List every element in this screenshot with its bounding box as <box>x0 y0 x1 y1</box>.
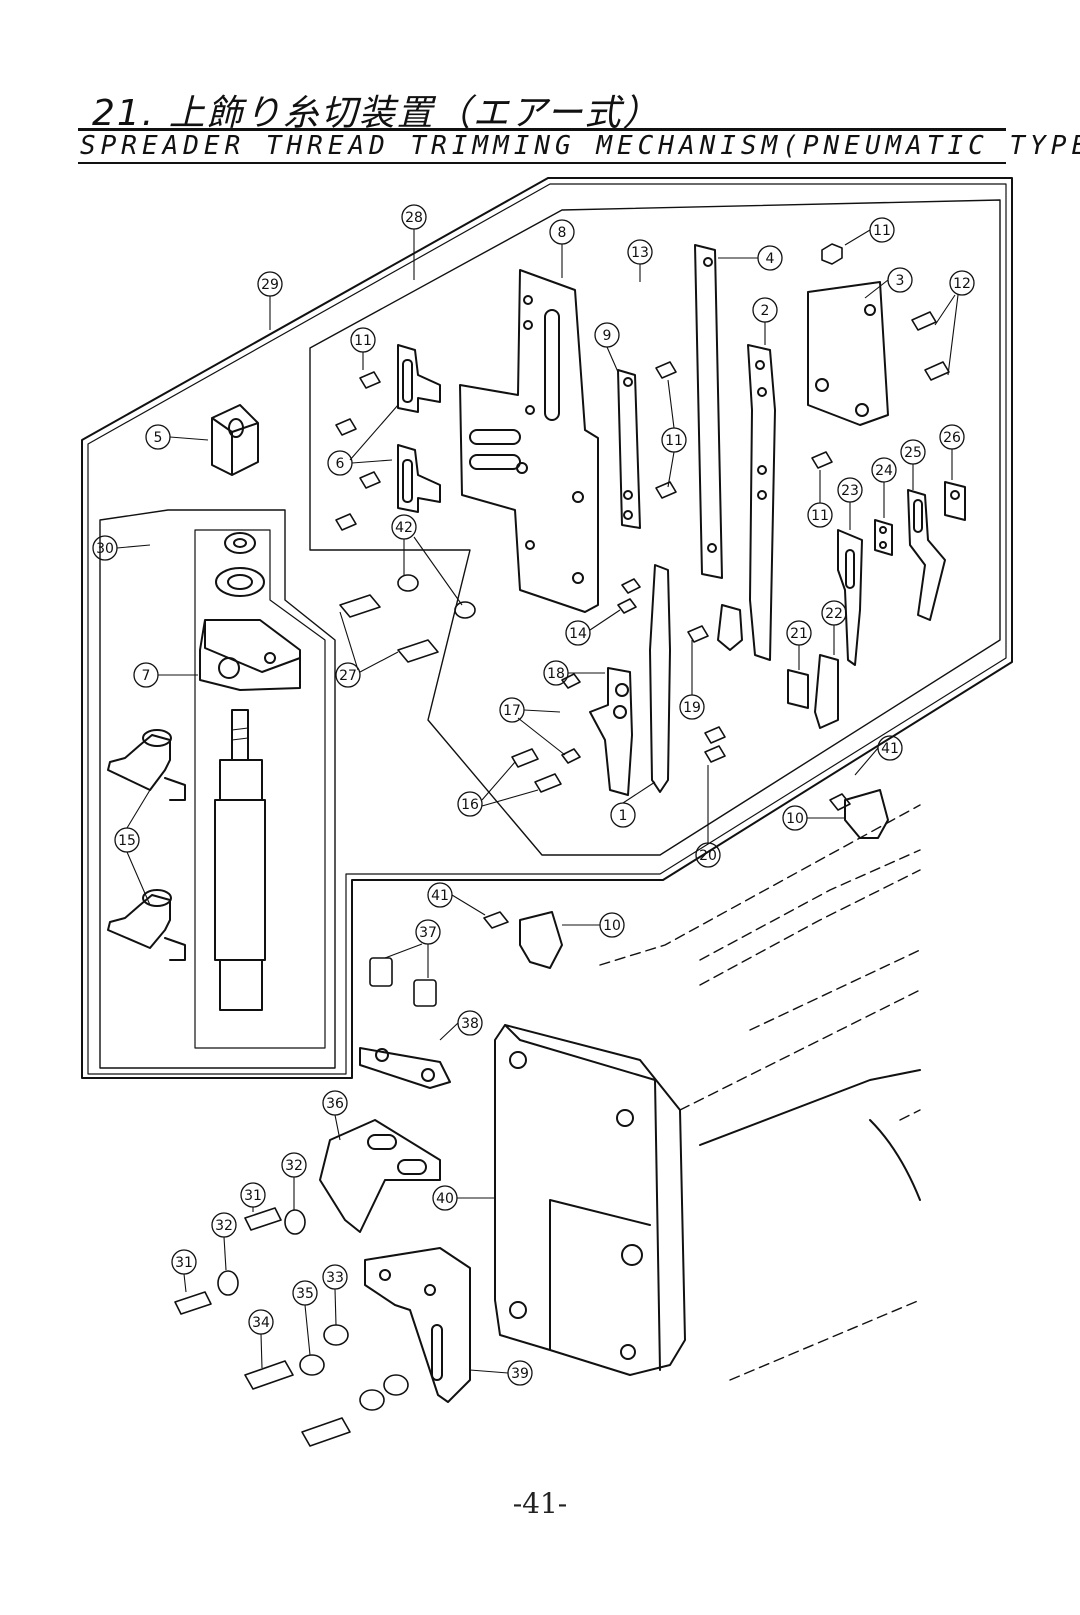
callout-15-label: 15 <box>118 833 136 849</box>
callout-10a-label: 10 <box>786 811 804 827</box>
air-cylinder <box>214 709 266 1011</box>
nut-small <box>224 532 256 554</box>
part-5-block <box>211 404 259 476</box>
callout-23-label: 23 <box>841 483 859 499</box>
callout-11d-label: 11 <box>811 508 829 524</box>
part-25 <box>907 489 946 621</box>
callout-37-label: 37 <box>419 925 437 941</box>
part-10-lower <box>519 911 563 969</box>
callout-14 <box>565 620 591 646</box>
callout-33-label: 33 <box>326 1270 344 1286</box>
callout-31b-label: 31 <box>175 1255 193 1271</box>
callout-11a-label: 11 <box>873 223 891 239</box>
callout-30-label: 30 <box>96 541 114 557</box>
group-outline-28 <box>309 199 1001 856</box>
part-2-bar <box>747 344 776 661</box>
callout-26-label: 26 <box>943 430 961 446</box>
callout-4-label: 4 <box>766 251 775 267</box>
part-36-bracket <box>319 1119 441 1233</box>
fitting-15-top <box>107 734 186 801</box>
callout-17-label: 17 <box>503 703 521 719</box>
part-6-upper <box>397 344 441 413</box>
part-21 <box>787 669 809 709</box>
part-19-bracket <box>717 604 743 651</box>
callout-21-label: 21 <box>790 626 808 642</box>
callout-41a-label: 41 <box>881 741 899 757</box>
callout-35-label: 35 <box>296 1286 314 1302</box>
title-rule-top <box>78 128 1006 131</box>
callout-5-label: 5 <box>154 430 163 446</box>
part-6-lower <box>397 444 441 513</box>
callout-11b-label: 11 <box>354 333 372 349</box>
part-8-plate <box>459 269 599 613</box>
callout-41b-label: 41 <box>431 888 449 904</box>
callout-3-label: 3 <box>896 273 905 289</box>
callout-8-label: 8 <box>558 225 567 241</box>
page-number: -41- <box>512 1487 568 1520</box>
callout-1-label: 1 <box>619 808 628 824</box>
callout-40-label: 40 <box>436 1191 454 1207</box>
part-18 <box>589 667 633 796</box>
callout-7-label: 7 <box>142 668 151 684</box>
nut-large <box>215 567 265 597</box>
callout-16 <box>457 791 483 817</box>
callout-22-label: 22 <box>825 606 843 622</box>
callout-32b-label: 32 <box>215 1218 233 1234</box>
screws <box>174 243 950 1447</box>
part-26 <box>944 481 966 521</box>
part-23 <box>837 529 863 666</box>
callout-28-label: 28 <box>405 210 423 226</box>
title-english: SPREADER THREAD TRIMMING MECHANISM(PNEUM… <box>80 131 1080 161</box>
callout-34-label: 34 <box>252 1315 270 1331</box>
part-22 <box>814 654 839 729</box>
callout-27-label: 27 <box>339 668 357 684</box>
callout-12 <box>949 270 975 296</box>
part-39-bracket <box>364 1247 471 1403</box>
group-outline-29-inner <box>87 183 1007 1075</box>
callout-19-label: 19 <box>683 700 701 716</box>
callout-27 <box>335 662 361 688</box>
part-24 <box>874 519 893 556</box>
callout-29-label: 29 <box>261 277 279 293</box>
callout-18-label: 18 <box>547 666 565 682</box>
callout-14-label: 14 <box>569 626 587 642</box>
title-rule-bottom <box>78 162 1006 164</box>
callout-6-label: 6 <box>336 456 345 472</box>
group-outline-29 <box>81 177 1013 1079</box>
callout-36-label: 36 <box>326 1096 344 1112</box>
part-4-bar <box>694 244 723 579</box>
callout-42-label: 42 <box>395 520 413 536</box>
group-outline-30 <box>99 509 336 1069</box>
callout-38-label: 38 <box>461 1016 479 1032</box>
callout-31a-label: 31 <box>244 1188 262 1204</box>
part-40-housing <box>494 1024 686 1376</box>
part-1-blade <box>649 564 671 793</box>
title-japanese: 21. 上飾り糸切装置（エアー式） <box>92 93 661 134</box>
part-9-bar <box>617 369 641 529</box>
fitting-15-bottom <box>107 894 186 961</box>
callout-13-label: 13 <box>631 245 649 261</box>
callout-11c-label: 11 <box>665 433 683 449</box>
callout-32a-label: 32 <box>285 1158 303 1174</box>
callout-10b-label: 10 <box>603 918 621 934</box>
part-7-bracket <box>199 619 301 691</box>
callout-12-label: 12 <box>953 276 971 292</box>
group-outline-30-inner <box>194 529 326 1049</box>
callout-20-label: 20 <box>699 848 717 864</box>
part-10-upper <box>844 789 889 839</box>
callout-2-label: 2 <box>761 303 770 319</box>
callout-39-label: 39 <box>511 1366 529 1382</box>
callout-24-label: 24 <box>875 463 893 479</box>
part-3-cover <box>807 281 889 426</box>
part-38-plate <box>359 1047 451 1089</box>
callout-25-label: 25 <box>904 445 922 461</box>
callout-9-label: 9 <box>603 328 612 344</box>
callout-16-label: 16 <box>461 797 479 813</box>
